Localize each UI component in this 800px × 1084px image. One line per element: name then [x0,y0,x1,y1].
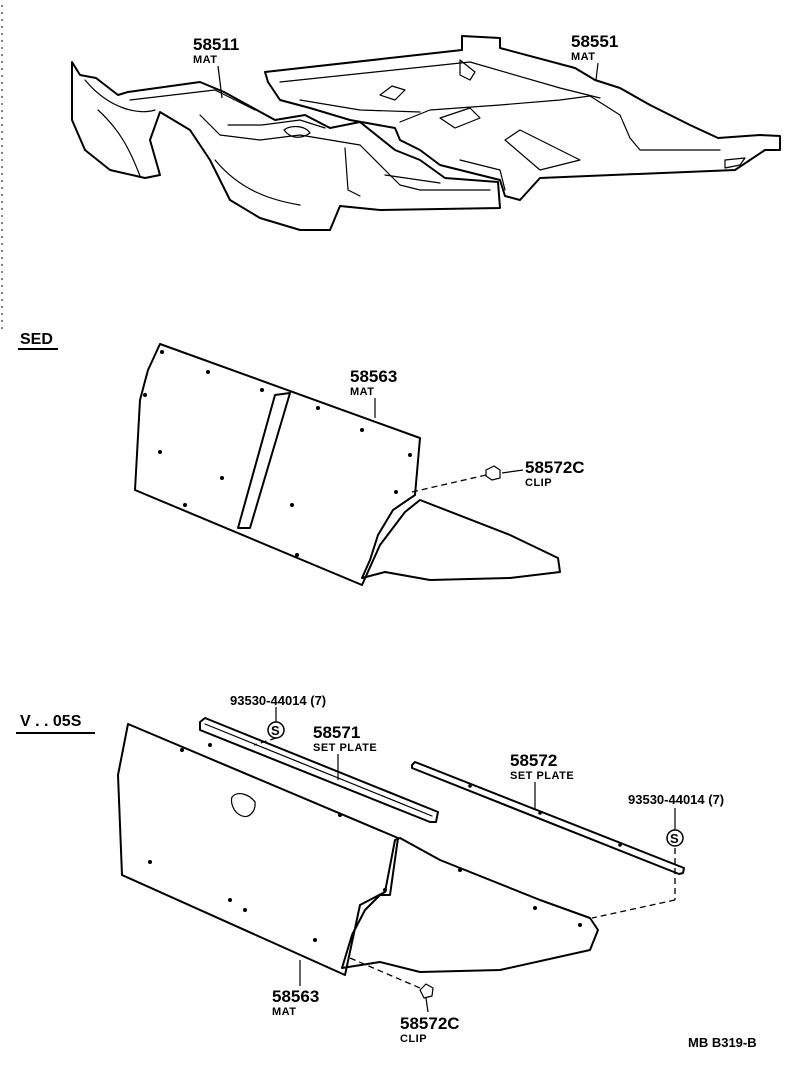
van-clip-drawing [349,957,434,1013]
part-number-sed-58572c: 58572C [525,458,585,477]
van-trunk-mat-drawing [117,723,599,976]
diagram-reference-code: MB B319-B [688,1035,757,1050]
section-van-heading: V . . 05S [16,713,95,734]
part-name-58551: MAT [571,51,596,63]
part-name-58511: MAT [193,54,218,66]
label-58551: 58551 MAT [571,32,618,81]
label-van-screw-right: 93530-44014 (7) [628,792,724,807]
part-name-van-58572c: CLIP [400,1033,427,1045]
label-sed-58572c: 58572C CLIP [501,458,585,489]
van-set-plate-left-drawing [199,717,439,823]
part-number-58571: 58571 [313,723,360,742]
sedan-mat-holes [143,350,412,557]
rear-floor-mat-drawing [264,35,781,201]
label-van-58572c: 58572C CLIP [400,1014,460,1045]
part-number-58511: 58511 [193,35,239,54]
screw-symbol-left: S [271,723,280,738]
label-van-screw-left: 93530-44014 (7) [230,693,326,708]
screw-symbol-right: S [670,831,679,846]
part-name-sed-58572c: CLIP [525,477,552,489]
part-number-58551: 58551 [571,32,618,51]
part-number-sed-58563: 58563 [350,367,397,386]
sedan-trunk-mat-drawing [134,343,561,586]
part-number-van-screw-left: 93530-44014 (7) [230,693,326,708]
van-mat-holes [148,743,582,942]
part-name-58571: SET PLATE [313,742,377,754]
van-screw-left-drawing: S [253,707,285,746]
section-title-sedan: SED [20,331,53,348]
part-name-sed-58563: MAT [350,386,375,398]
label-58571: 58571 SET PLATE [313,723,377,780]
front-floor-mat-drawing [71,61,501,231]
sedan-clip-drawing [411,465,501,493]
part-number-van-58572c: 58572C [400,1014,460,1033]
part-number-van-58563: 58563 [272,987,319,1006]
part-name-58572: SET PLATE [510,770,574,782]
label-sed-58563: 58563 MAT [350,367,397,418]
part-number-van-screw-right: 93530-44014 (7) [628,792,724,807]
label-van-58563: 58563 MAT [272,960,319,1018]
van-set-plate-right-drawing [411,761,685,875]
part-number-58572: 58572 [510,751,557,770]
section-title-van: V . . 05S [20,713,82,730]
part-name-van-58563: MAT [272,1006,297,1018]
label-58572: 58572 SET PLATE [510,751,574,810]
van-screw-right-drawing: S [591,808,684,919]
section-sedan-heading: SED [18,331,58,350]
label-58511: 58511 MAT [193,35,239,99]
